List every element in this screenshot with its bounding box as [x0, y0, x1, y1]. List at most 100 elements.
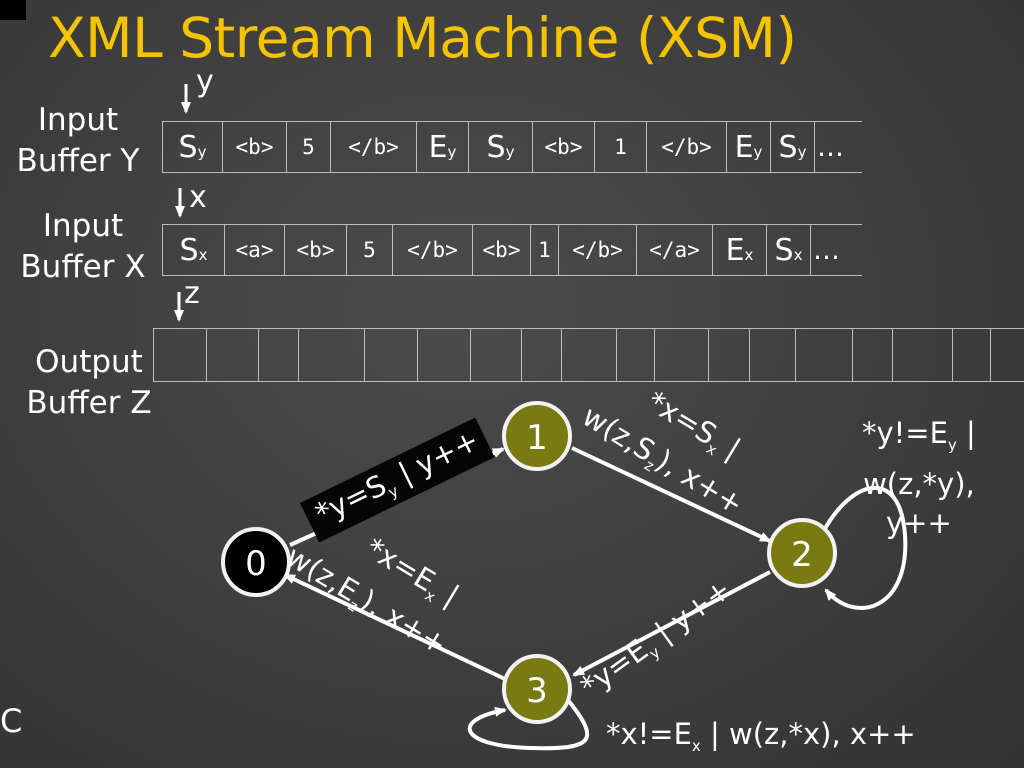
- buffer-x-cell-text: S: [774, 232, 794, 268]
- output-buffer-z: [153, 328, 1024, 382]
- buffer-y-cell-text: E: [734, 129, 754, 165]
- state-1: 1: [502, 401, 572, 471]
- transition-3-0-line1-b: |: [431, 573, 466, 613]
- transition-1-2-arrow: [571, 446, 772, 543]
- transition-2-2-line2: w(z,*y),: [863, 466, 975, 501]
- buffer-y-cell: <b>: [222, 122, 286, 172]
- buffer-y-cell: 5: [286, 122, 330, 172]
- buffer-z-cell: [153, 329, 206, 381]
- transition-3-3-label: *x!=Ex | w(z,*x), x++: [606, 717, 916, 755]
- state-1-label: 1: [526, 418, 548, 458]
- input-buffer-y-label-line2: Buffer Y: [16, 143, 140, 179]
- buffer-x-cell: 5: [346, 225, 392, 275]
- buffer-x-cell-text: 5: [363, 238, 376, 262]
- pointer-y-label: y: [196, 64, 214, 99]
- buffer-x-cell-text: <b>: [482, 238, 521, 262]
- buffer-z-cell: [469, 329, 521, 381]
- buffer-y-cell: …: [814, 122, 862, 172]
- buffer-x-cell: </a>: [636, 225, 712, 275]
- output-buffer-z-label: Output Buffer Z: [14, 342, 164, 424]
- buffer-x-cell: 1: [530, 225, 558, 275]
- buffer-y-cell-text: </b>: [661, 135, 712, 159]
- buffer-z-cell: [951, 329, 990, 381]
- transition-2-2-loop: [820, 486, 908, 610]
- input-buffer-y-label: Input Buffer Y: [8, 100, 148, 182]
- buffer-z-cell: [206, 329, 258, 381]
- buffer-x-cell-text: </b>: [572, 238, 623, 262]
- buffer-z-cell: [615, 329, 654, 381]
- buffer-x-cell-subscript: x: [744, 246, 754, 264]
- buffer-y-cell: <b>: [532, 122, 594, 172]
- buffer-y-cell-text: 5: [302, 135, 315, 159]
- buffer-z-cell: [852, 329, 892, 381]
- pointer-x-label: x: [189, 180, 207, 215]
- buffer-x-cell: <a>: [224, 225, 284, 275]
- buffer-x-cell: …: [810, 225, 862, 275]
- transition-2-2-line1-b: |: [956, 416, 976, 450]
- buffer-z-cell: [298, 329, 364, 381]
- buffer-y-cell-text: …: [817, 131, 844, 163]
- state-2: 2: [767, 518, 837, 588]
- transition-2-2-line3: y++: [886, 505, 952, 540]
- buffer-x-cell-subscript: x: [793, 246, 803, 264]
- buffer-y-cell: </b>: [646, 122, 726, 172]
- buffer-z-cell: [520, 329, 562, 381]
- buffer-z-cell: [653, 329, 708, 381]
- corner-square: [0, 0, 26, 20]
- buffer-y-cell-subscript: y: [797, 143, 807, 161]
- input-buffer-x-label-line2: Buffer X: [20, 249, 146, 285]
- buffer-z-cell: [748, 329, 795, 381]
- buffer-z-cell: [794, 329, 853, 381]
- transition-2-3-arrow: [572, 570, 771, 677]
- transition-1-2-line1-b: |: [712, 427, 747, 466]
- buffer-y-cell-text: E: [428, 129, 448, 165]
- pointer-z-label: z: [184, 276, 200, 311]
- buffer-y-cell-subscript: y: [447, 143, 457, 161]
- state-2-label: 2: [791, 535, 813, 575]
- state-0: 0: [221, 527, 291, 597]
- buffer-z-cell: [364, 329, 417, 381]
- buffer-y-cell-text: <b>: [544, 135, 583, 159]
- transition-3-3-sub: x: [691, 736, 701, 755]
- buffer-x-cell: </b>: [558, 225, 636, 275]
- state-1-circle: [502, 401, 572, 471]
- transition-2-2-line1: *y!=Ey |: [862, 414, 976, 465]
- state-3-circle: [502, 654, 572, 724]
- state-3: 3: [502, 654, 572, 724]
- transition-2-2-line1-a: *y!=E: [862, 416, 948, 450]
- buffer-x-cell-text: S: [179, 232, 199, 268]
- transition-3-0-arrow: [283, 573, 506, 681]
- buffer-y-cell-text: S: [778, 129, 798, 165]
- output-buffer-z-label-line1: Output: [35, 344, 143, 380]
- buffer-x-cell-text: …: [813, 234, 840, 266]
- buffer-z-cell: [416, 329, 470, 381]
- input-buffer-x-label: Input Buffer X: [10, 206, 156, 288]
- state-2-circle: [767, 518, 837, 588]
- page-title: XML Stream Machine (XSM): [48, 6, 797, 70]
- state-0-circle: [221, 527, 291, 597]
- transition-3-3-loop: [467, 698, 590, 751]
- buffer-x-cell-subscript: x: [198, 246, 208, 264]
- state-0-label: 0: [245, 544, 267, 584]
- buffer-x-cell-text: </b>: [407, 238, 458, 262]
- buffer-y-cell-text: <b>: [235, 135, 274, 159]
- buffer-z-cell: [708, 329, 749, 381]
- buffer-y-cell-subscript: y: [197, 143, 207, 161]
- transition-3-3-action: | w(z,*x), x++: [700, 717, 916, 751]
- buffer-x-cell-text: <a>: [235, 238, 274, 262]
- output-buffer-z-label-line2: Buffer Z: [26, 385, 152, 421]
- transition-2-2-label: *y!=Ey | w(z,*y), y++: [862, 414, 976, 543]
- buffer-z-cell: [989, 329, 1024, 381]
- state-3-label: 3: [526, 671, 548, 711]
- buffer-x-cell-text: 1: [538, 238, 551, 262]
- buffer-x-cell-text: <b>: [296, 238, 335, 262]
